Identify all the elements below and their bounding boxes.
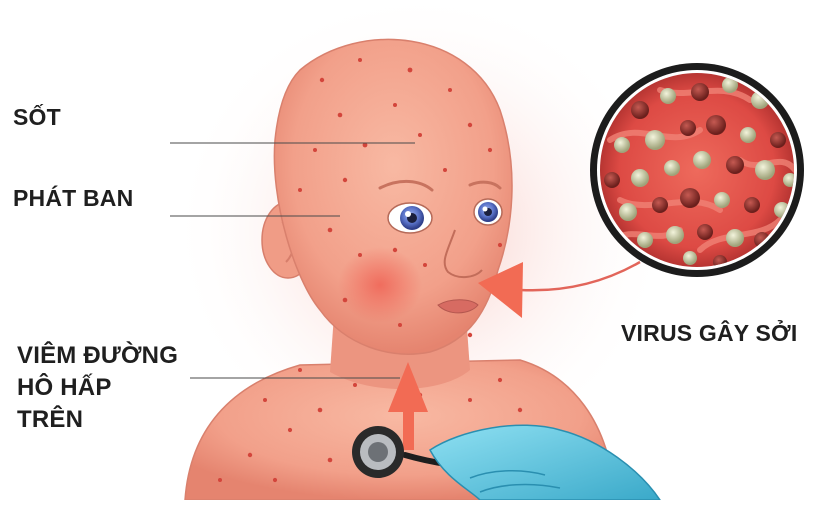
respiratory-label-line-1: VIÊM ĐƯỜNG — [17, 340, 178, 372]
fever-label: SỐT — [13, 104, 61, 131]
magnifier-lens-icon — [590, 63, 804, 277]
right-eye — [474, 199, 502, 225]
respiratory-label-line-3: TRÊN — [17, 404, 178, 436]
left-eye — [388, 203, 432, 233]
respiratory-label: VIÊM ĐƯỜNG HÔ HẤP TRÊN — [17, 340, 178, 436]
virus-label: VIRUS GÂY SỞI — [621, 320, 797, 347]
respiratory-label-line-2: HÔ HẤP — [17, 372, 178, 404]
rash-label: PHÁT BAN — [13, 185, 133, 212]
cheek-blush — [338, 247, 422, 323]
